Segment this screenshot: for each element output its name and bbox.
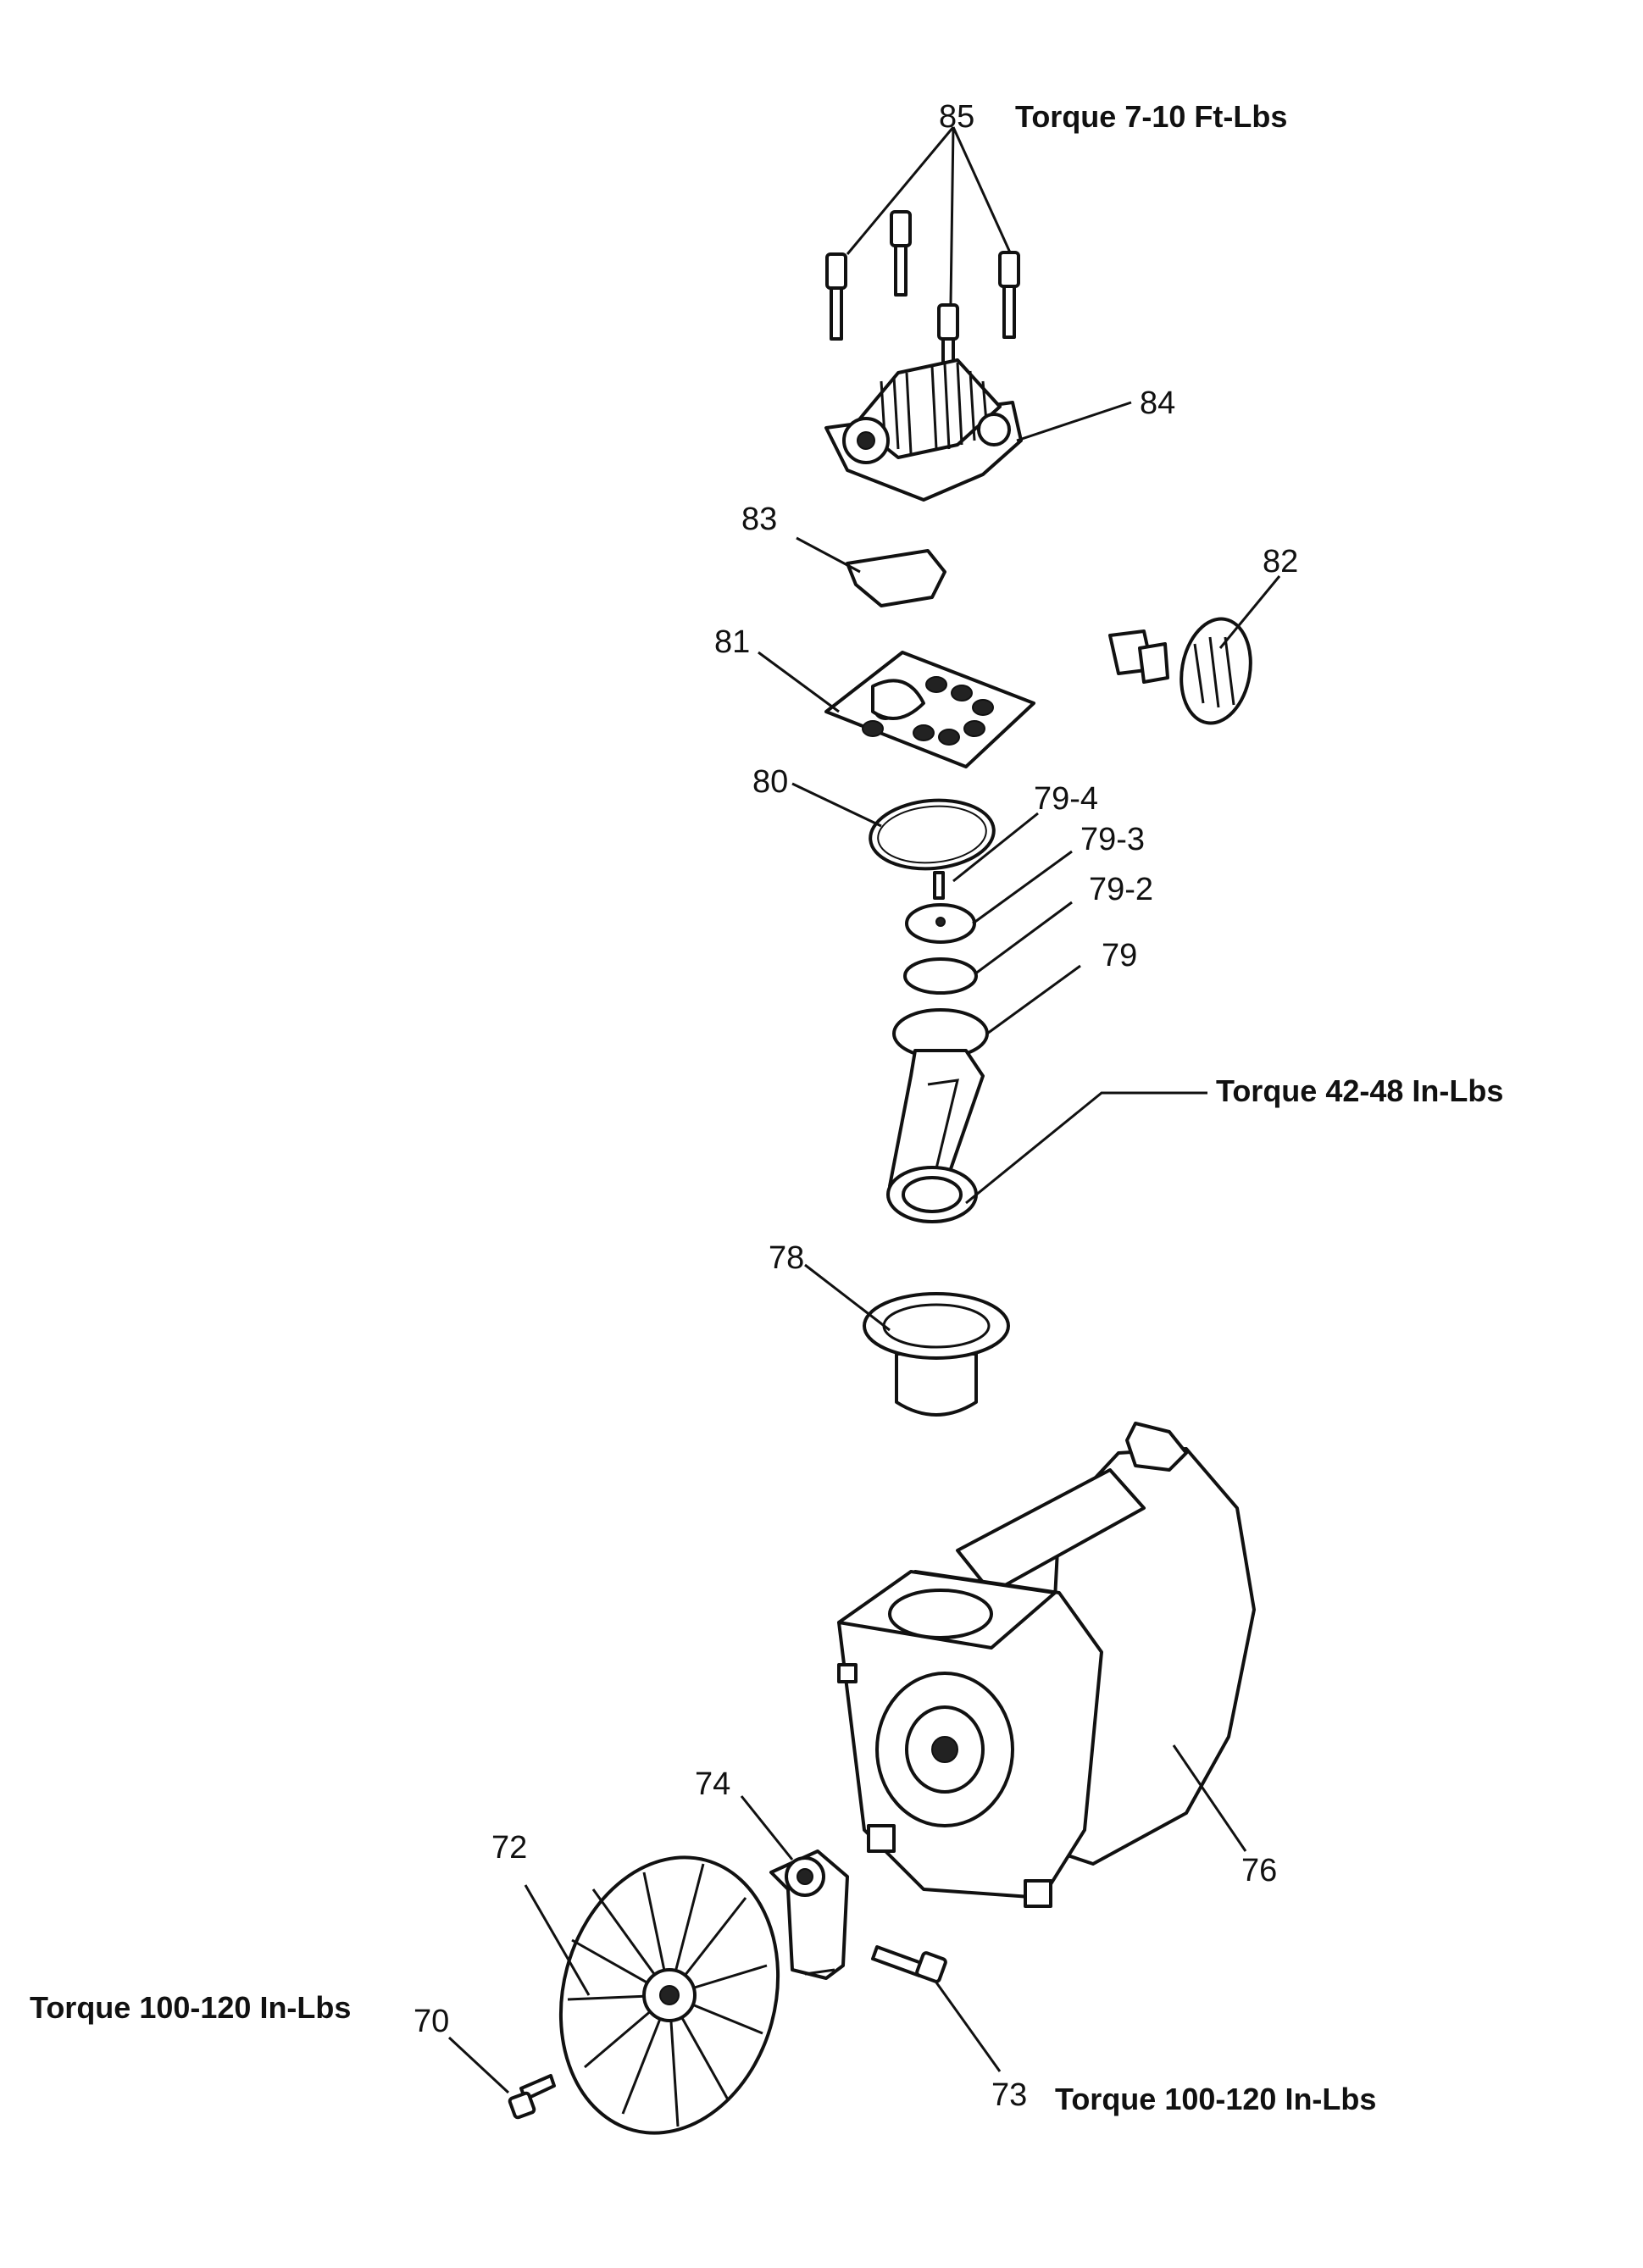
label-79-3: 79-3 (1080, 822, 1145, 857)
part-79-4-screw (933, 812, 1039, 900)
label-72: 72 (491, 1830, 527, 1866)
part-79-2-cup (903, 901, 1073, 995)
part-78-cylinder-sleeve (804, 1263, 1010, 1417)
label-76: 76 (1241, 1853, 1277, 1888)
part-81-valve-plate (758, 651, 1035, 768)
part-82-valve (1108, 575, 1281, 725)
label-78: 78 (769, 1240, 804, 1276)
label-79-4: 79-4 (1034, 781, 1098, 817)
part-73-bolt (871, 1945, 1002, 2072)
torque-note-head-bolts: Torque 7-10 Ft-Lbs (1015, 99, 1287, 134)
label-83: 83 (741, 502, 777, 537)
part-79-connecting-rod (886, 964, 1207, 1223)
label-79-2: 79-2 (1089, 872, 1153, 907)
part-76-motor-crankcase (837, 1422, 1256, 1908)
part-70-bolt (447, 2036, 556, 2120)
label-80: 80 (752, 764, 788, 800)
label-70: 70 (414, 2004, 449, 2039)
torque-note-connecting-rod: Torque 42-48 In-Lbs (1216, 1073, 1503, 1108)
label-84: 84 (1140, 385, 1175, 421)
part-85-head-bolts (825, 126, 1020, 383)
label-73: 73 (991, 2077, 1027, 2113)
label-85: 85 (939, 99, 974, 135)
torque-note-fan-bolt: Torque 100-120 In-Lbs (30, 1990, 351, 2025)
label-81: 81 (714, 624, 750, 660)
part-79-3-retainer (905, 850, 1073, 944)
label-79: 79 (1102, 938, 1137, 973)
part-80-o-ring (791, 782, 996, 871)
part-74-bracket (740, 1795, 849, 1980)
part-72-fan (524, 1855, 780, 2135)
label-74: 74 (695, 1766, 730, 1802)
label-82: 82 (1263, 544, 1298, 579)
part-84-cylinder-head (824, 358, 1132, 502)
part-83-gasket (796, 536, 946, 607)
torque-note-bolt-73: Torque 100-120 In-Lbs (1055, 2082, 1376, 2116)
